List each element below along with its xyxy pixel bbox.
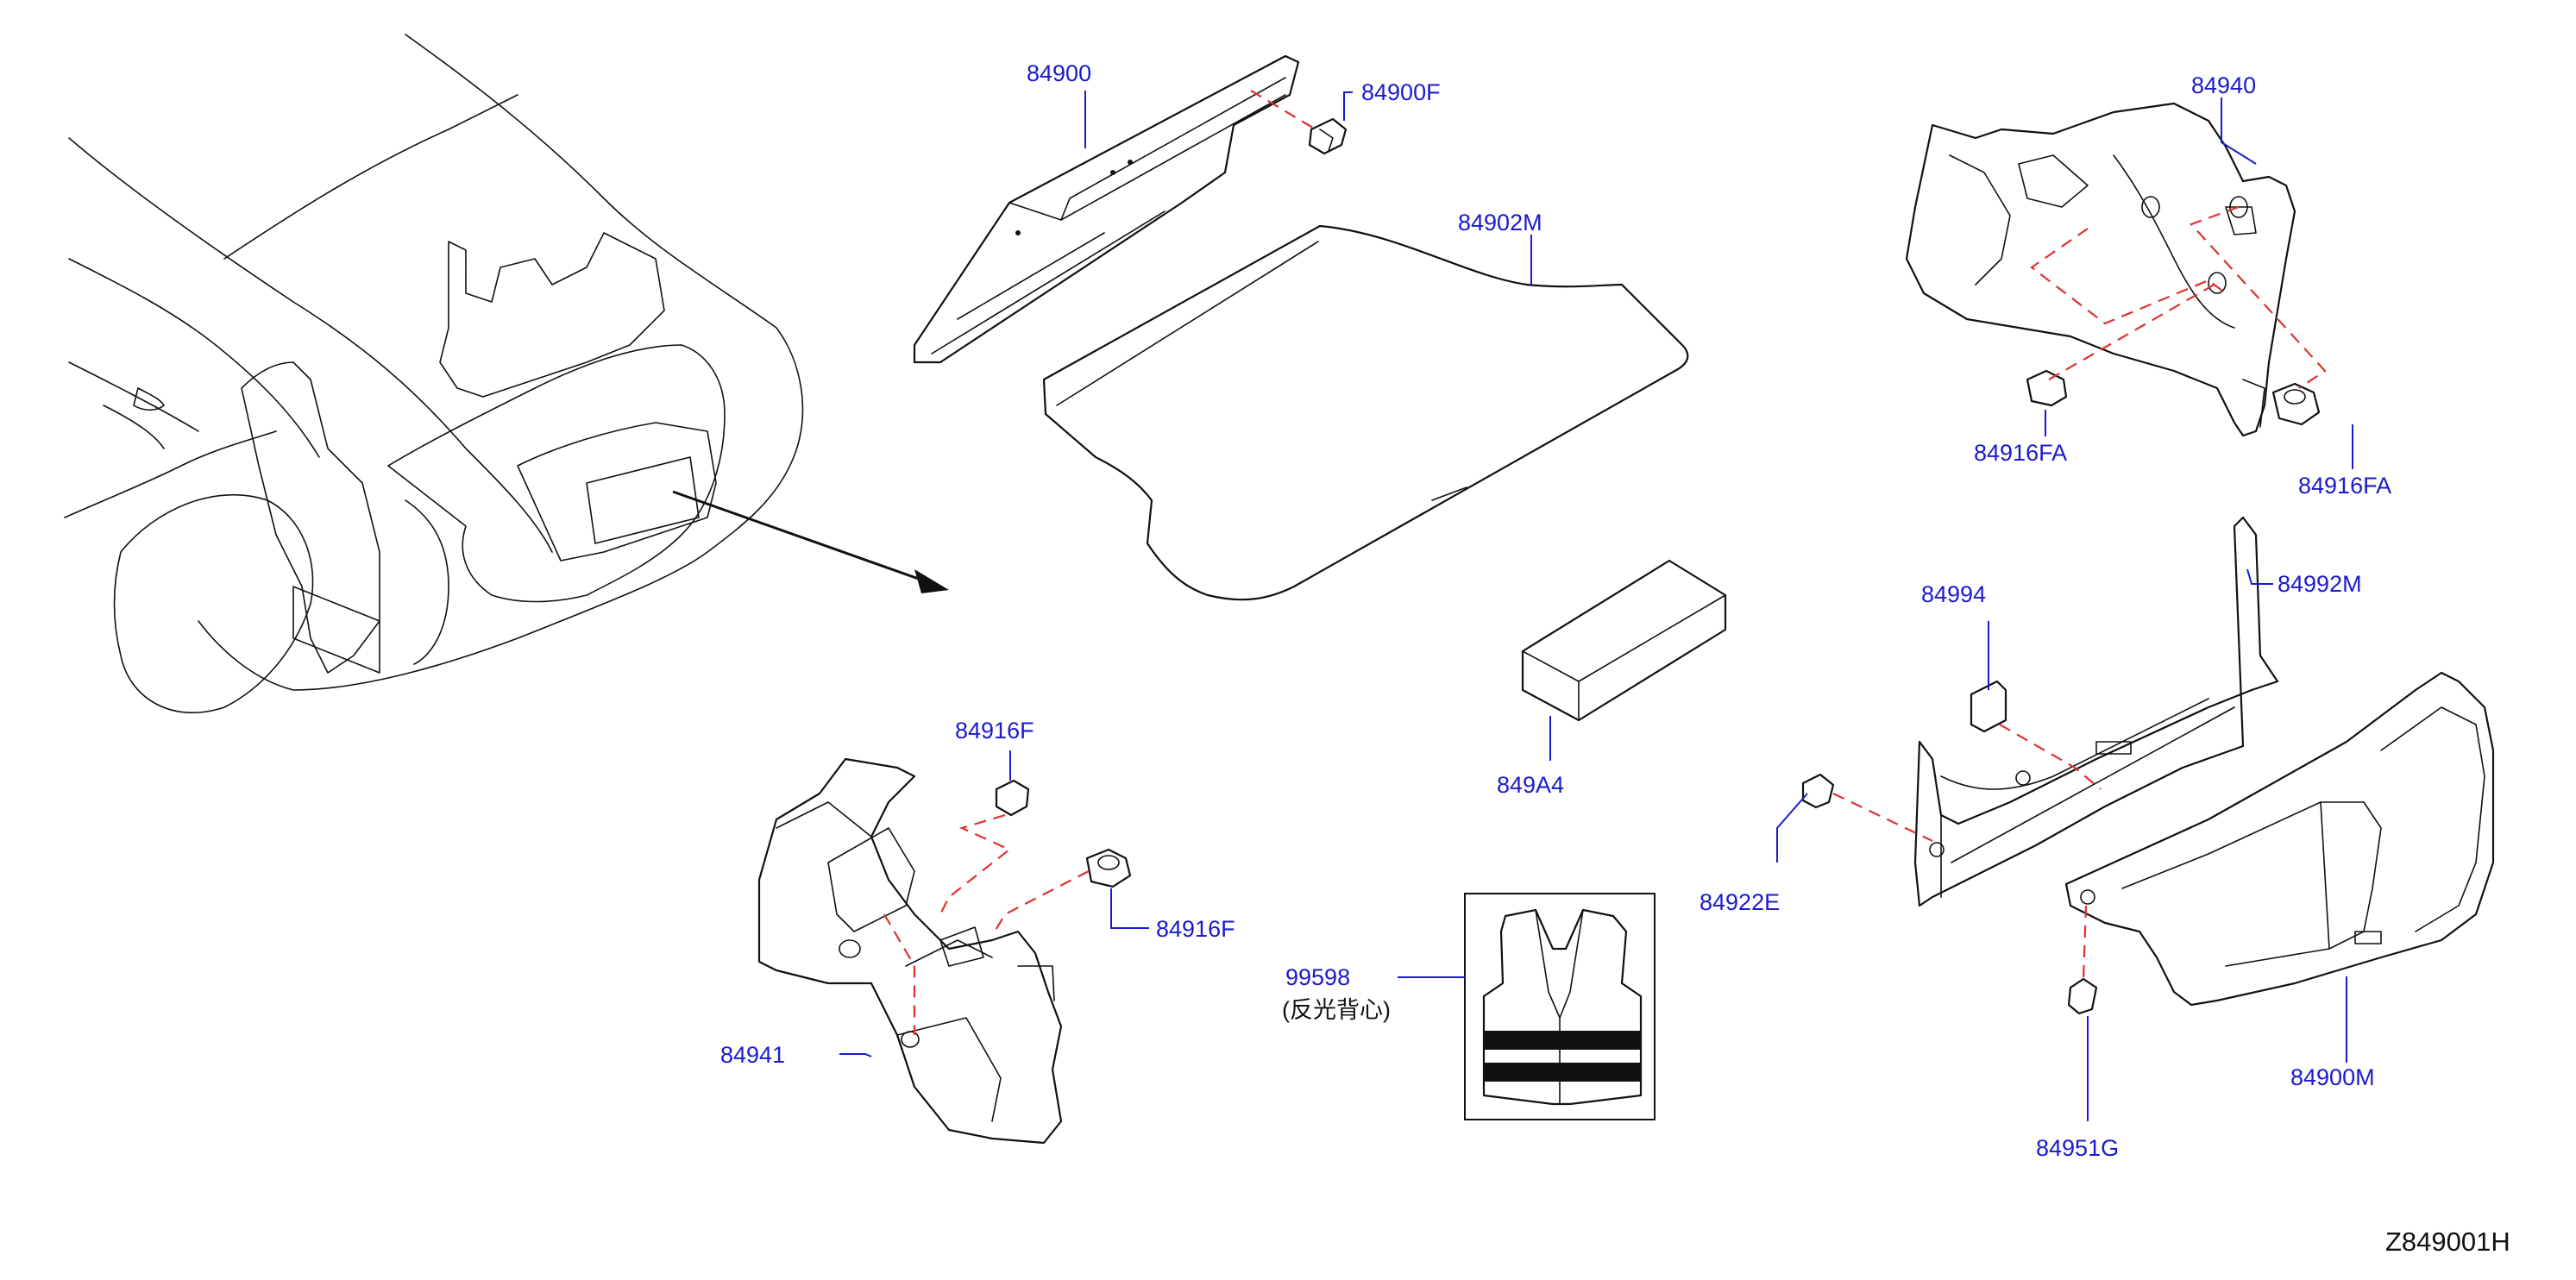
parcel-shelf-84900 — [913, 54, 1300, 364]
callout-84916FA-right: 84916FA — [2298, 473, 2392, 499]
clip-84922E — [1801, 773, 1835, 809]
clip-84916FA-right — [2271, 382, 2321, 426]
cap-84994 — [1970, 680, 2007, 733]
trunk-mat-84902M — [1042, 224, 1689, 601]
clip-84900F — [1308, 117, 1348, 155]
callout-99598-note: (反光背心) — [1282, 997, 1391, 1023]
callout-84916F-right: 84916F — [1156, 916, 1235, 942]
callout-84900F: 84900F — [1361, 79, 1441, 105]
callout-84900M: 84900M — [2290, 1064, 2375, 1090]
sill-plate-84992M — [1913, 516, 2279, 907]
callout-84992M: 84992M — [2278, 571, 2362, 597]
callout-84940: 84940 — [2191, 72, 2257, 98]
leader-lines — [839, 91, 2353, 1121]
callout-84900: 84900 — [1027, 60, 1092, 86]
box-849A4 — [1521, 559, 1727, 722]
callout-84916F-top: 84916F — [955, 718, 1034, 744]
callout-849A4: 849A4 — [1497, 772, 1565, 798]
callout-84916FA-left: 84916FA — [1974, 440, 2068, 466]
callout-84902M: 84902M — [1458, 210, 1542, 235]
callout-84922E: 84922E — [1700, 889, 1781, 915]
clip-84916FA-left — [2026, 369, 2068, 407]
callout-99598: 99598 — [1285, 964, 1351, 990]
callout-84951G: 84951G — [2036, 1135, 2120, 1161]
clip-84916F-right — [1085, 848, 1132, 888]
vehicle-rear-illustration — [64, 34, 949, 714]
callout-84941: 84941 — [720, 1042, 786, 1068]
clip-84916F-top — [995, 779, 1030, 817]
diagram-code: Z849001H — [2385, 1227, 2510, 1257]
trunk-lid-trim-84900M — [2064, 671, 2495, 1007]
callout-84994: 84994 — [1921, 581, 1987, 607]
side-trim-84941 — [757, 757, 1063, 1145]
side-trim-84940 — [1905, 102, 2296, 437]
reflective-vest-99598 — [1464, 893, 1656, 1120]
clip-84951G — [2067, 977, 2098, 1015]
